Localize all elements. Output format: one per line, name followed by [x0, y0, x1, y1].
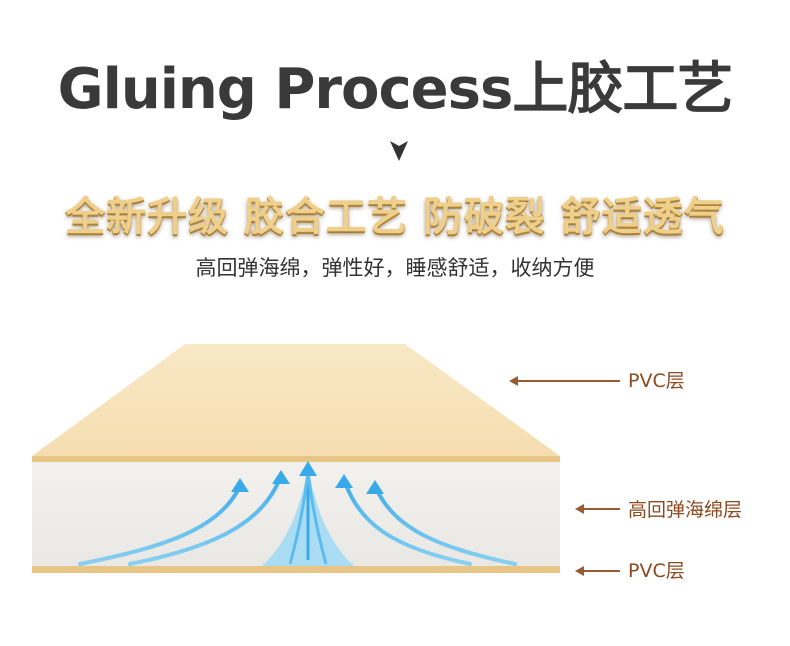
- subtitle-banner: 全新升级 胶合工艺 防破裂 舒适透气: [65, 194, 725, 240]
- pvc-top-stripe: [32, 456, 560, 462]
- left-arrow-icon: [575, 566, 584, 576]
- page-title: Gluing Process上胶工艺: [57, 57, 734, 122]
- description: 高回弹海绵，弹性好，睡感舒适，收纳方便: [195, 256, 595, 280]
- airflow-arrowheads: [231, 461, 384, 494]
- airflow-arrows-icon: [78, 476, 517, 566]
- pvc-bottom-stripe: [32, 566, 560, 573]
- pvc-top-surface: [32, 344, 560, 456]
- label-pvc-bottom: PVC层: [628, 560, 685, 582]
- left-arrow-icon: [509, 376, 518, 386]
- chevron-down-icon: [390, 141, 408, 161]
- label-foam: 高回弹海绵层: [628, 499, 743, 521]
- left-arrow-icon: [575, 504, 584, 514]
- label-pvc-top: PVC层: [628, 370, 685, 392]
